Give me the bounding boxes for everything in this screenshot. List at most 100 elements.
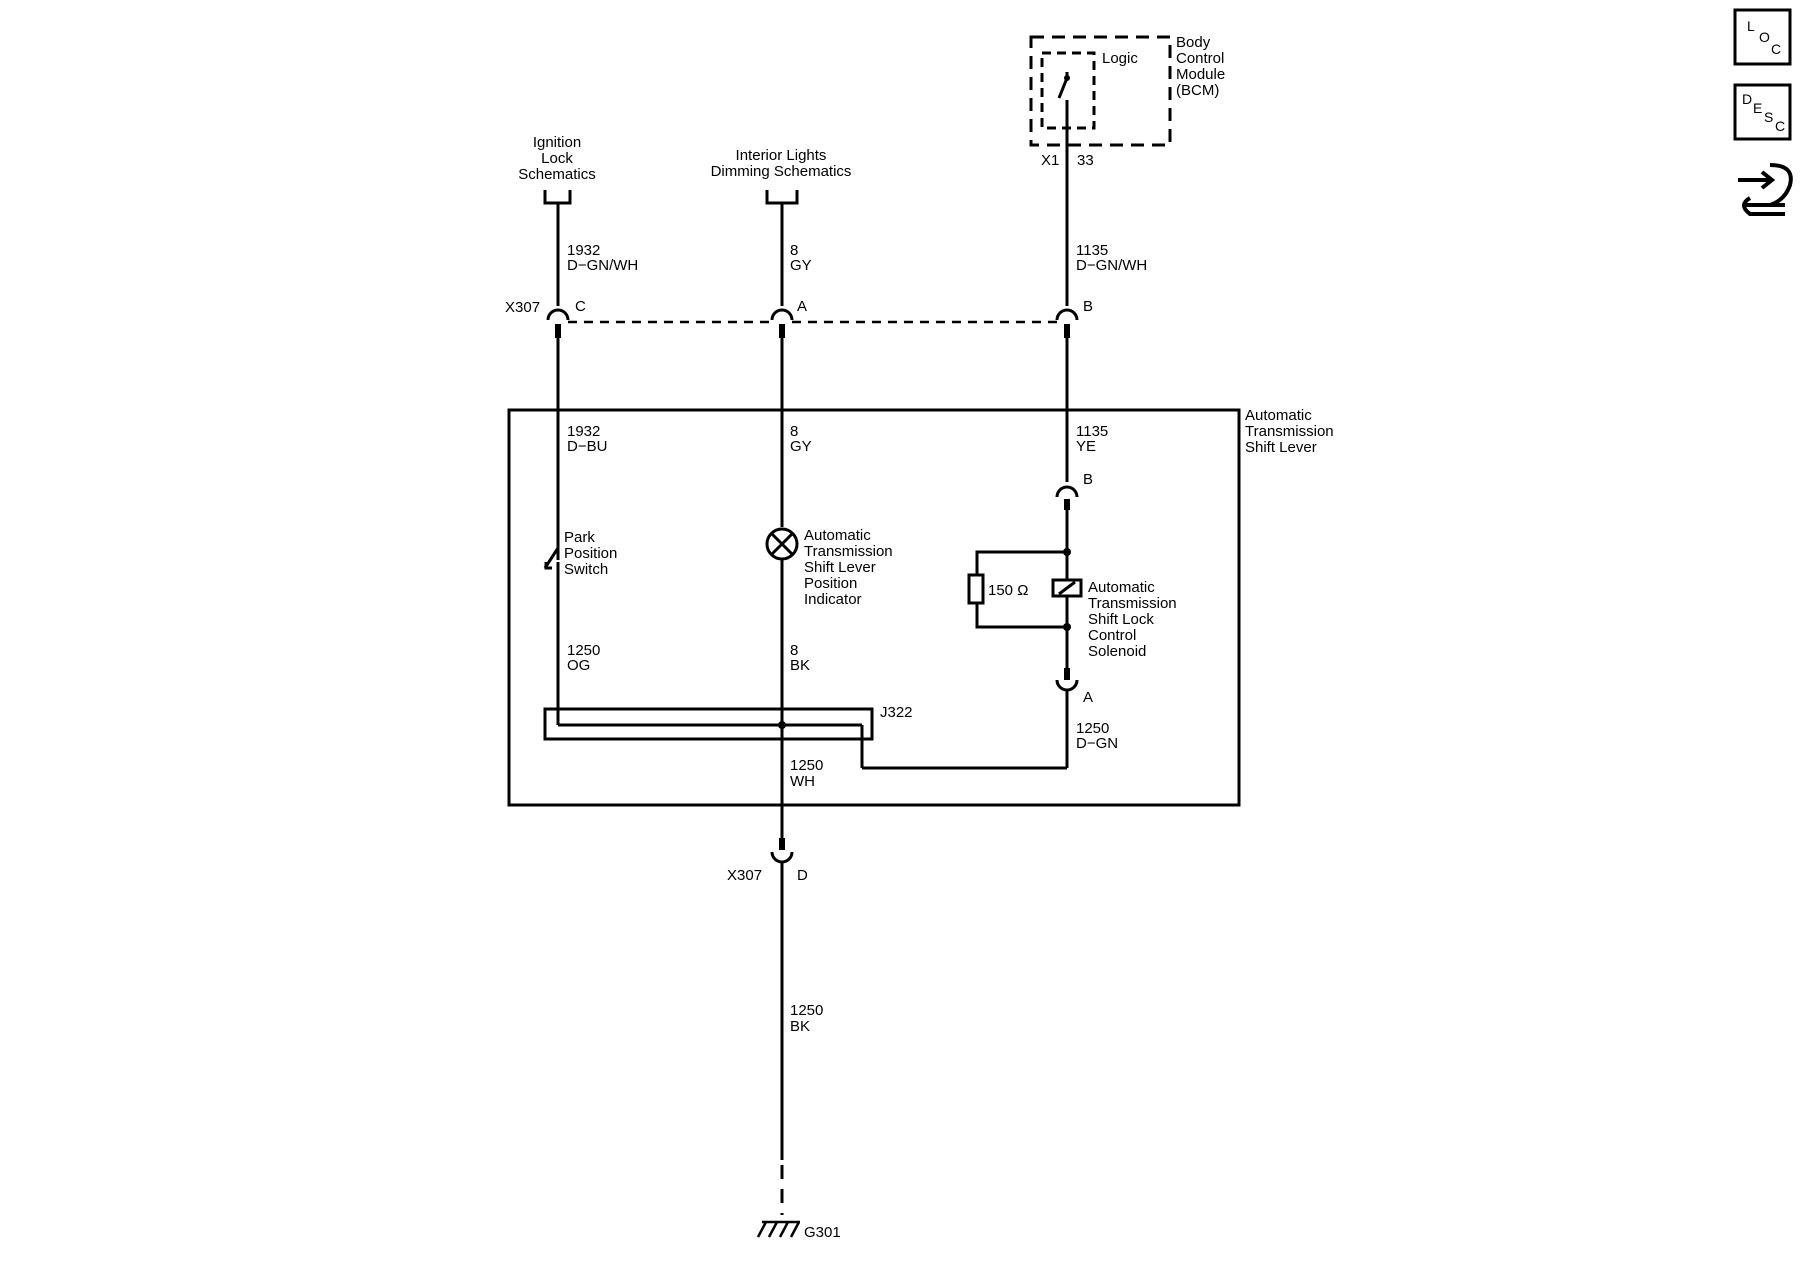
connector-tool-wrench xyxy=(1742,196,1785,216)
logic-switch-blade xyxy=(1057,77,1069,99)
indicator-label-5: Indicator xyxy=(804,591,862,608)
wire-1932-top-num: 1932 xyxy=(567,242,600,259)
ignition-source-bracket xyxy=(543,190,572,205)
x307-upper-name: X307 xyxy=(505,299,540,316)
ignition-label-1: Ignition xyxy=(533,134,581,151)
park-switch-contact xyxy=(544,562,552,570)
indicator-lamp-cross-2 xyxy=(770,532,794,556)
junction-dots xyxy=(778,75,1071,729)
description-icon[interactable]: D E S C xyxy=(1733,83,1792,141)
park-switch-label-1: Park xyxy=(564,529,595,546)
wire-layer xyxy=(507,35,1241,1238)
wire-8-top-num: 8 xyxy=(790,242,798,259)
wire-1135-in-num: 1135 xyxy=(1076,423,1108,440)
splice-j322-label: J322 xyxy=(880,704,913,721)
x307-lower-pin-d: D xyxy=(797,867,808,884)
wire-8-in-num: 8 xyxy=(790,423,798,440)
connector-tool-icon[interactable] xyxy=(1738,163,1793,216)
bcm-name-1: Body xyxy=(1176,34,1211,51)
x307-pin-a: A xyxy=(797,298,807,315)
wire-8-bk-num: 8 xyxy=(790,642,798,659)
solenoid-label-1: Automatic xyxy=(1088,579,1155,596)
shift-lever-name-2: Transmission xyxy=(1245,423,1334,440)
x307-lower-name: X307 xyxy=(727,867,762,884)
location-icon[interactable]: L O C xyxy=(1733,8,1792,66)
location-icon-c: C xyxy=(1771,41,1781,57)
connector-a-arc xyxy=(1055,679,1079,692)
wire-1250-dgn-num: 1250 xyxy=(1076,720,1109,737)
solenoid-label-2: Transmission xyxy=(1088,595,1177,612)
ground-g301 xyxy=(756,1220,801,1238)
logic-box xyxy=(1040,51,1096,130)
connector-x307-a-arc xyxy=(770,308,794,321)
junction-dot xyxy=(1063,623,1071,631)
indicator-label-2: Transmission xyxy=(804,543,893,560)
wire-1250-wh-num: 1250 xyxy=(790,757,823,774)
ground-label: G301 xyxy=(804,1224,841,1241)
connector-tool-arrowhead xyxy=(1760,170,1776,190)
park-switch-label-3: Switch xyxy=(564,561,608,578)
description-icon-frame xyxy=(1733,83,1792,141)
connector-x307-b-arc xyxy=(1055,308,1079,321)
wire-8-top-color: GY xyxy=(790,257,812,274)
x307-pin-c: C xyxy=(575,298,586,315)
wire-8-in-color: GY xyxy=(790,438,812,455)
wire-1135-in-color: YE xyxy=(1076,438,1096,455)
bcm-name-3: Module xyxy=(1176,66,1225,83)
location-icon-o: O xyxy=(1759,29,1770,45)
wire-1250-og-color: OG xyxy=(567,657,590,674)
connector-tool-plug xyxy=(1769,163,1793,207)
bcm-logic-label: Logic xyxy=(1102,50,1138,67)
junction-dot xyxy=(1063,548,1071,556)
solenoid-label-4: Control xyxy=(1088,627,1136,644)
wire-1250-dgn-color: D−GN xyxy=(1076,735,1118,752)
wire-1135-top-color: D−GN/WH xyxy=(1076,257,1147,274)
dimming-source-bracket xyxy=(765,190,799,205)
dimming-label-2: Dimming Schematics xyxy=(711,163,852,180)
bcm-connector-x1: X1 xyxy=(1041,152,1059,169)
description-icon-s: S xyxy=(1764,109,1773,125)
resistor-150 xyxy=(967,573,985,605)
junction-dot xyxy=(1064,75,1070,81)
indicator-label-3: Shift Lever xyxy=(804,559,876,576)
x307-pin-b: B xyxy=(1083,298,1093,315)
dimming-label-1: Interior Lights xyxy=(736,147,827,164)
indicator-label-1: Automatic xyxy=(804,527,871,544)
shift-lever-name-3: Shift Lever xyxy=(1245,439,1317,456)
junction-dot xyxy=(778,721,786,729)
bcm-name-2: Control xyxy=(1176,50,1224,67)
wire-1932-top-color: D−GN/WH xyxy=(567,257,638,274)
description-icon-d: D xyxy=(1742,91,1752,107)
solenoid-pin-a: A xyxy=(1083,689,1093,706)
connector-x307-d-arc xyxy=(770,851,794,864)
resistor-label: 150 Ω xyxy=(988,582,1028,599)
solenoid-coil-slash xyxy=(1058,580,1076,596)
ignition-label-2: Lock xyxy=(541,150,573,167)
bcm-box xyxy=(1029,35,1172,147)
solenoid-pin-b: B xyxy=(1083,471,1093,488)
wire-1932-in-num: 1932 xyxy=(567,423,600,440)
splice-j322 xyxy=(543,707,874,741)
connector-x307-c-arc xyxy=(546,308,570,321)
wire-1250-wh-color: WH xyxy=(790,773,815,790)
wire-1250-bk-color: BK xyxy=(790,1018,810,1035)
wire-1135-top-num: 1135 xyxy=(1076,242,1108,259)
connector-b-arc xyxy=(1055,485,1079,498)
shift-lever-name-1: Automatic xyxy=(1245,407,1312,424)
shift-lever-box xyxy=(507,408,1241,807)
wire-1250-og-num: 1250 xyxy=(567,642,600,659)
ignition-label-3: Schematics xyxy=(518,166,596,183)
solenoid-label-5: Solenoid xyxy=(1088,643,1146,660)
description-icon-e: E xyxy=(1753,100,1762,116)
solenoid-label-3: Shift Lock xyxy=(1088,611,1154,628)
wire-1250-bk-num: 1250 xyxy=(790,1002,823,1019)
location-icon-frame xyxy=(1733,8,1792,66)
location-icon-l: L xyxy=(1747,18,1755,34)
wire-8-bk-color: BK xyxy=(790,657,810,674)
description-icon-c: C xyxy=(1775,118,1785,134)
wire-1932-in-color: D−BU xyxy=(567,438,607,455)
bcm-pin-33: 33 xyxy=(1077,152,1094,169)
indicator-label-4: Position xyxy=(804,575,857,592)
